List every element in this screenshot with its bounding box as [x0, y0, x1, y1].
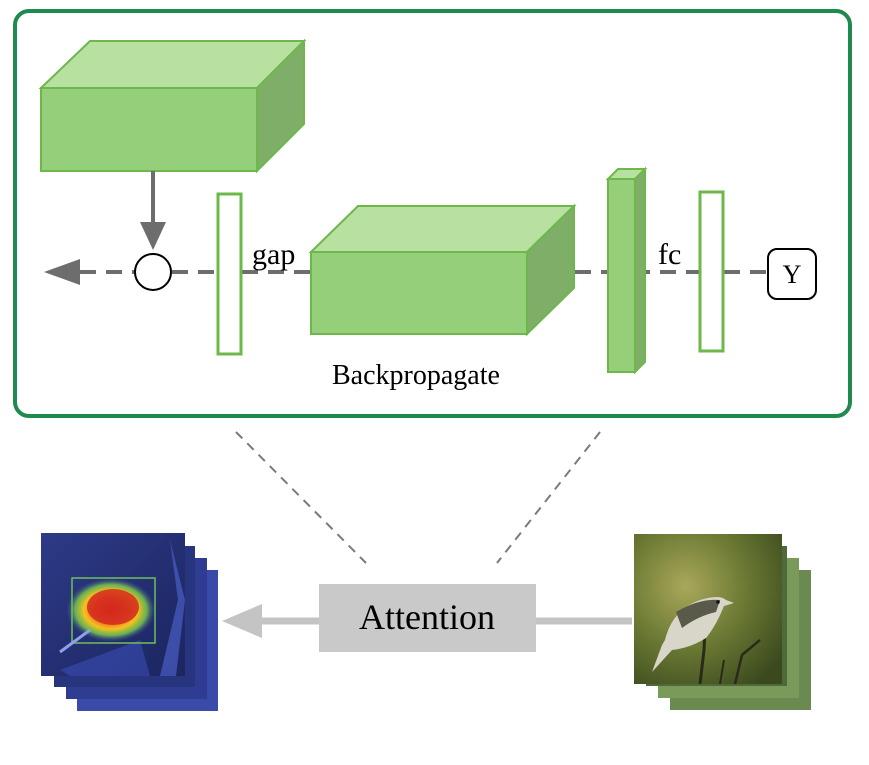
- attention-arrowhead-icon: [222, 604, 262, 638]
- left-arrowhead-icon: [44, 259, 80, 285]
- feature-map-cube: [38, 38, 307, 174]
- feature-prism: [605, 166, 648, 375]
- multiply-circle: [134, 253, 172, 291]
- gap-label: gap: [252, 238, 295, 271]
- down-arrowhead-icon: [140, 222, 166, 250]
- connector-left: [235, 431, 367, 564]
- backpropagate-label: Backpropagate: [332, 360, 500, 391]
- gap-vector-bar: [216, 192, 243, 356]
- output-label: Y: [783, 260, 802, 289]
- bird-photo: [634, 534, 782, 685]
- attention-heatmap-stack: [41, 533, 218, 711]
- fc-vector-bar: [698, 190, 725, 353]
- attention-label: Attention: [359, 597, 495, 637]
- attention-box: [319, 584, 536, 652]
- output-box: [767, 248, 817, 300]
- conv-cube: [308, 203, 577, 337]
- fc-label: fc: [658, 238, 681, 271]
- bird-photo-stack: [634, 534, 811, 710]
- connector-right: [496, 431, 601, 564]
- heatmap-image: [41, 533, 185, 676]
